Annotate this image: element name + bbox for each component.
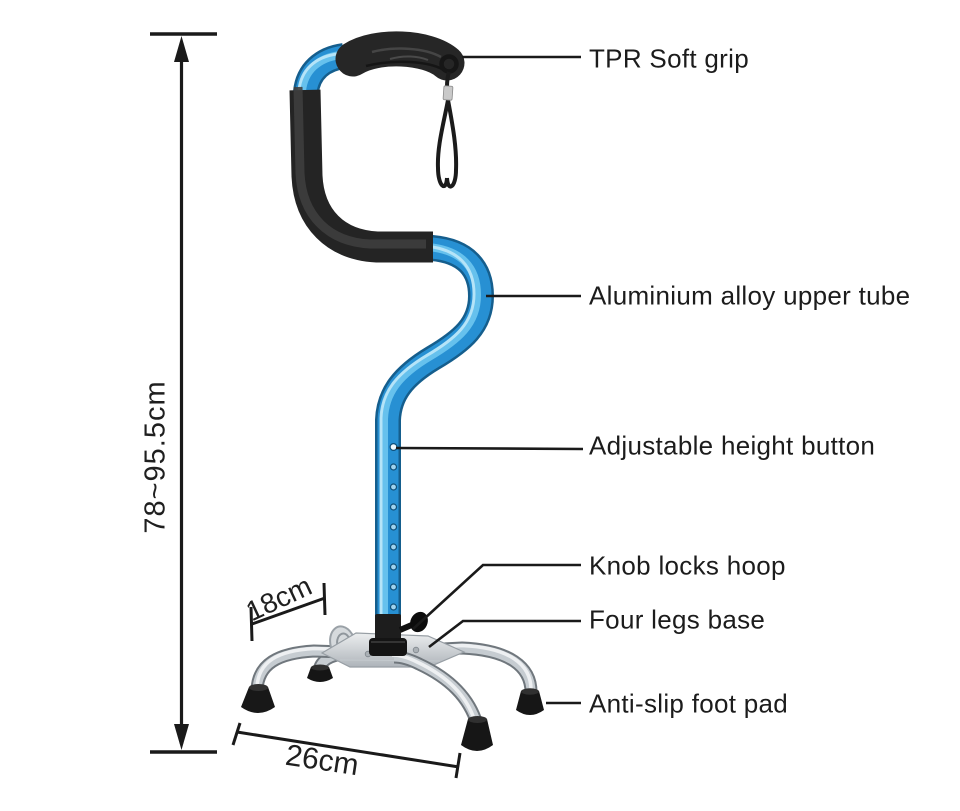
label-knob-locks-hoop: Knob locks hoop	[589, 550, 786, 581]
label-four-legs-base: Four legs base	[589, 604, 766, 635]
base-width-dimension-line	[231, 722, 462, 779]
label-anti-slip-pad: Anti-slip foot pad	[589, 688, 789, 719]
base-leg-rear-right	[403, 641, 538, 695]
label-tpr-soft-grip: TPR Soft grip	[589, 43, 749, 74]
dimension-height-range: 78~95.5cm	[139, 380, 172, 534]
leader-lines	[395, 55, 584, 705]
anti-slip-foot-pads	[241, 664, 544, 751]
leader-knob-hoop	[412, 563, 581, 630]
knob-lock-hoop	[369, 611, 428, 656]
leader-height-button	[395, 446, 584, 451]
base-depth-dimension-line	[249, 582, 327, 642]
tpr-soft-grip	[335, 31, 465, 81]
label-upper-tube: Aluminium alloy upper tube	[589, 280, 911, 311]
four-legs-base	[241, 625, 544, 751]
foam-sleeve	[289, 86, 433, 263]
leader-legs-base	[428, 619, 581, 649]
base-leg-front-left	[250, 644, 375, 691]
label-height-button: Adjustable height button	[589, 430, 876, 461]
height-adjustment-holes	[389, 443, 398, 611]
height-dimension-line	[150, 32, 217, 754]
wrist-strap	[435, 54, 459, 189]
